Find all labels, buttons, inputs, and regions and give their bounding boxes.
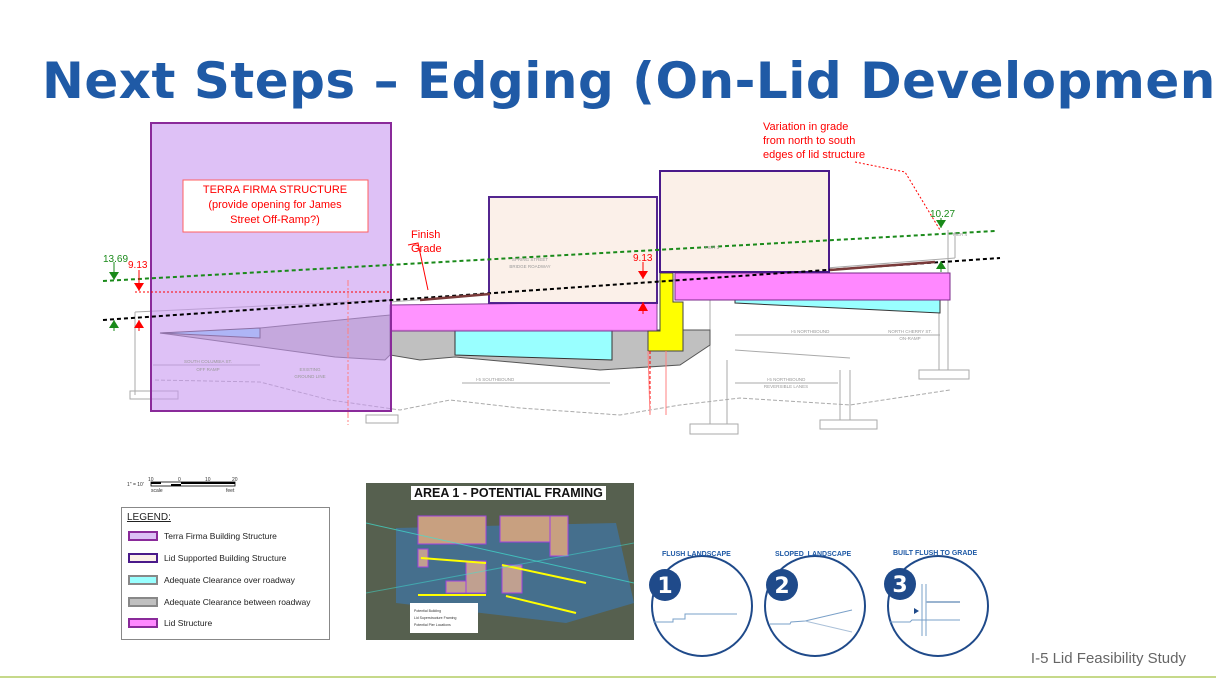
label-i5-southbound: I-5 SOUTHBOUND: [476, 377, 515, 382]
label-existing-ground: EXISTING: [299, 367, 321, 372]
option-label: FLUSH LANDSCAPE: [662, 551, 731, 558]
variation-note: Variation in grade: [763, 121, 848, 133]
scale-units: feet: [226, 488, 235, 494]
label-bridge: SPRING STREET: [512, 257, 549, 262]
pier-cap: [647, 272, 684, 352]
scale-bar: 1" = 10' 10 0 10 20 scale feet: [127, 477, 238, 494]
legend-label: Adequate Clearance between roadway: [164, 597, 311, 607]
finish-grade-leader: [407, 242, 429, 291]
aerial-legend-item: Potential Pier Locations: [414, 623, 451, 627]
option-number: 3: [892, 573, 907, 598]
lid-structure-right: [674, 272, 951, 301]
label-south-columbia: OFF RAMP: [196, 367, 219, 372]
label-cherry: ON-RAMP: [899, 336, 920, 341]
legend-swatch: [128, 553, 158, 563]
footer-study-name: I-5 Lid Feasibility Study: [1030, 650, 1186, 667]
label-pier3: PIER 3: [705, 245, 720, 250]
variation-note: edges of lid structure: [763, 149, 865, 161]
aerial-title: AREA 1 - POTENTIAL FRAMING: [411, 486, 606, 500]
aerial-framing-image: AREA 1 - POTENTIAL FRAMING Potential Bui…: [366, 483, 634, 640]
top-grade-line: [102, 230, 996, 282]
legend-swatch: [128, 531, 158, 541]
terra-firma-label: Street Off-Ramp?): [230, 214, 320, 226]
option-label: BUILT FLUSH TO GRADE: [893, 550, 978, 557]
variation-note: from north to south: [763, 135, 855, 147]
legend-label: Adequate Clearance over roadway: [164, 575, 295, 585]
dim-mid-red: 9.13: [633, 253, 653, 264]
edge-options: [649, 555, 989, 657]
clearance-over-roadway-right: [734, 299, 941, 314]
label-bridge: BRIDGE ROADWAY: [509, 264, 550, 269]
scale-tick: 10: [205, 477, 211, 483]
dim-right-green: 10.27: [930, 209, 955, 220]
dimension-markers: [109, 218, 946, 331]
label-south-columbia: SOUTH COLUMBIA ST.: [184, 359, 232, 364]
dim-left-red: 9.13: [128, 260, 148, 271]
legend-item: Adequate Clearance over roadway: [128, 575, 295, 585]
legend-item: Lid Structure: [128, 618, 212, 628]
legend-swatch: [128, 618, 158, 628]
label-cherry: NORTH CHERRY ST.: [888, 329, 932, 334]
lid-supported-building-2: [659, 170, 830, 273]
dim-left-green: 13.69: [103, 254, 128, 265]
clearance-over-roadway-mid: [454, 329, 613, 361]
option-number: 1: [657, 574, 672, 599]
terra-firma-label: (provide opening for James: [208, 199, 342, 211]
legend-item: Terra Firma Building Structure: [128, 531, 277, 541]
legend: LEGEND: Terra Firma Building Structure L…: [121, 507, 330, 640]
option-number: 2: [774, 574, 789, 599]
label-reversible: I-5 NORTHBOUND: [767, 377, 806, 382]
aerial-legend-item: Potential Building: [414, 609, 442, 613]
finish-grade-label: Grade: [411, 243, 442, 255]
label-pier4: PIER 4: [953, 232, 968, 237]
aerial-legend: Potential Building Lid Superstructure Fr…: [414, 608, 456, 629]
variation-leader: [854, 161, 941, 231]
scale-tick: 20: [232, 477, 238, 483]
scale-tick: 10: [148, 477, 154, 483]
label-i5-northbound: I-5 NORTHBOUND: [791, 329, 830, 334]
terra-firma-label-box: [182, 179, 369, 233]
label-reversible: REVERSIBLE LANES: [764, 384, 808, 389]
slide-title: Next Steps – Edging (On-Lid Development): [42, 52, 1216, 110]
legend-heading: LEGEND:: [127, 512, 171, 523]
scale-ratio: 1" = 10': [127, 482, 144, 488]
lid-structure-left: [389, 301, 658, 332]
legend-label: Terra Firma Building Structure: [164, 531, 277, 541]
legend-label: Lid Supported Building Structure: [164, 553, 287, 563]
label-existing-ground: GROUND LINE: [294, 374, 325, 379]
scale-tick: 0: [178, 477, 181, 483]
finish-grade-label: Finish: [411, 229, 440, 241]
scale-label: scale: [151, 488, 163, 494]
legend-label: Lid Structure: [164, 618, 213, 628]
aerial-legend-item: Lid Superstructure Framing: [414, 616, 457, 620]
terra-firma-label: TERRA FIRMA STRUCTURE: [203, 184, 347, 196]
legend-swatch: [128, 597, 158, 607]
legend-item: Lid Supported Building Structure: [128, 553, 286, 563]
legend-swatch: [128, 575, 158, 585]
option-label: SLOPED LANDSCAPE: [775, 551, 852, 558]
legend-item: Adequate Clearance between roadway: [128, 597, 311, 607]
footer-divider: [0, 676, 1216, 678]
